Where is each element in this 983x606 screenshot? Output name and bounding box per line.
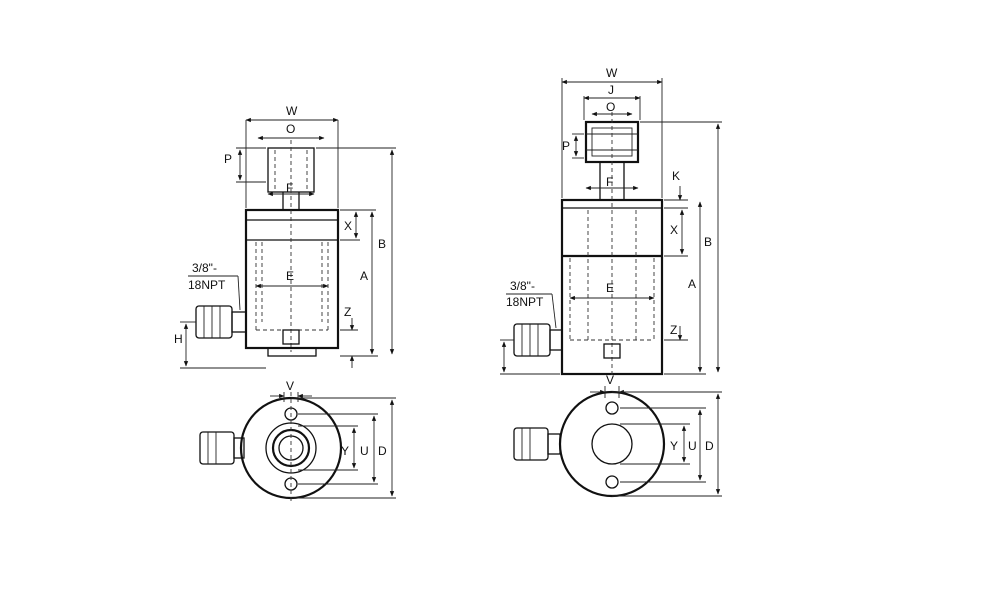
right-dim-w: W (606, 66, 618, 80)
right-dim-b: B (704, 235, 712, 249)
left-base (267, 347, 317, 357)
right-dim-a: A (688, 277, 696, 291)
left-dim-f: F (286, 181, 293, 195)
left-dim-p: P (224, 152, 232, 166)
left-port-label-1: 3/8"- (192, 261, 217, 275)
left-side-view: W O P F E X A B Z H (174, 104, 396, 369)
right-dim-x: X (670, 223, 678, 237)
right-top-hole-upper (605, 401, 619, 415)
left-top-view: V Y U D (199, 379, 396, 504)
left-top-dim-d: D (378, 444, 387, 458)
right-top-dim-v: V (606, 373, 614, 387)
right-side-view: W J O P F E K X A B (500, 66, 722, 378)
right-dim-o: O (606, 100, 615, 114)
right-top-dim-y: Y (670, 439, 678, 453)
right-top-view: V Y U D (513, 373, 722, 498)
right-port-fitting (513, 323, 563, 357)
right-dim-p: P (562, 139, 570, 153)
right-dim-j: J (608, 83, 614, 97)
right-dim-z: Z (670, 323, 677, 337)
left-top-dim-v: V (286, 379, 294, 393)
right-port-label-1: 3/8"- (510, 279, 535, 293)
left-port-fitting (195, 305, 247, 339)
right-top-hole-lower (605, 475, 619, 489)
left-top-dim-y: Y (341, 444, 349, 458)
right-dim-k: K (672, 169, 680, 183)
left-top-dim-u: U (360, 444, 369, 458)
left-dim-e: E (286, 269, 294, 283)
right-dim-f: F (606, 175, 613, 189)
left-bottom-plug (282, 329, 300, 345)
right-top-dim-u: U (688, 439, 697, 453)
left-dim-w: W (286, 104, 298, 118)
right-dim-e: E (606, 281, 614, 295)
left-dim-h: H (174, 332, 183, 346)
left-dim-b: B (378, 237, 386, 251)
right-port-label-2: 18NPT (506, 295, 544, 309)
right-top-dim-d: D (705, 439, 714, 453)
right-bottom-plug (603, 343, 621, 359)
left-dim-a: A (360, 269, 368, 283)
left-dim-o: O (286, 122, 295, 136)
left-port-label-2: 18NPT (188, 278, 226, 292)
left-dim-x: X (344, 219, 352, 233)
left-dim-z: Z (344, 305, 351, 319)
